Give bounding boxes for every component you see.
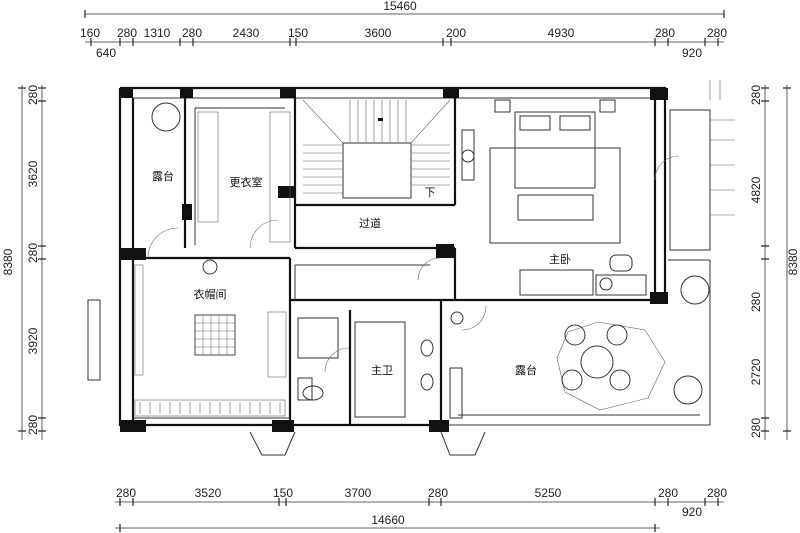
label-cloakroom: 衣帽间 — [194, 287, 227, 301]
left-dim-280c: 280 — [26, 415, 40, 435]
cloakroom-island — [194, 314, 236, 356]
top-dim-200: 200 — [446, 26, 466, 40]
label-stair-down: 下 — [425, 186, 436, 199]
right-dim-280a: 280 — [749, 85, 763, 105]
master-bed — [461, 99, 647, 296]
door-swings — [147, 155, 680, 373]
right-dim-280b: 280 — [749, 292, 763, 312]
top-dim-280d: 280 — [707, 26, 727, 40]
top-dim-1310: 1310 — [144, 26, 171, 40]
bottom-dim-280d: 280 — [707, 486, 727, 500]
left-dim-280a: 280 — [26, 85, 40, 105]
left-dimensions: 8380 280 3620 280 3920 280 — [1, 85, 46, 440]
bottom-dim-280c: 280 — [658, 486, 678, 500]
bottom-dim-280b: 280 — [428, 486, 448, 500]
top-dim-4930: 4930 — [548, 26, 575, 40]
bottom-dim-3700: 3700 — [345, 486, 372, 500]
right-dim-2720: 2720 — [749, 358, 763, 385]
top-dim-3600: 3600 — [365, 26, 392, 40]
bottom-dimensions: 280 3520 150 3700 280 5250 280 280 920 1… — [115, 486, 727, 532]
right-total-dimension: 8380 — [786, 248, 800, 275]
right-dimensions: 8380 280 4820 280 2720 280 — [749, 85, 800, 440]
left-dim-3620: 3620 — [26, 160, 40, 187]
left-dim-3920: 3920 — [26, 327, 40, 354]
label-master-bath: 主卫 — [371, 364, 393, 377]
label-balcony-upper: 露台 — [152, 169, 174, 183]
bottom-dim-280a: 280 — [116, 486, 136, 500]
top-total-dimension: 15460 — [383, 0, 417, 13]
label-dressing-room: 更衣室 — [230, 175, 263, 189]
top-dim-280a: 280 — [117, 26, 137, 40]
label-corridor: 过道 — [359, 216, 381, 230]
top-dim-640: 640 — [96, 46, 116, 60]
top-dim-280c: 280 — [655, 26, 675, 40]
staircase — [302, 99, 451, 199]
structural-columns — [120, 88, 668, 432]
right-dim-280c: 280 — [749, 418, 763, 438]
top-dim-150: 150 — [288, 26, 308, 40]
walls — [118, 86, 711, 427]
left-total-dimension: 8380 — [1, 248, 15, 275]
top-dim-2430: 2430 — [233, 26, 260, 40]
bottom-dim-5250: 5250 — [535, 486, 562, 500]
label-master-bedroom: 主卧 — [549, 253, 571, 266]
top-dimensions: 15460 160 640 280 1310 280 2430 150 3600… — [80, 0, 727, 60]
left-dim-280b: 280 — [26, 243, 40, 263]
wardrobe-hatching — [134, 111, 291, 417]
bottom-dim-3520: 3520 — [195, 486, 222, 500]
bathroom-fixtures — [297, 311, 464, 419]
bottom-total-dimension: 14660 — [371, 513, 405, 527]
right-dim-4820: 4820 — [749, 176, 763, 203]
room-labels: 露台 更衣室 过道 下 主卧 衣帽间 主卫 露台 — [152, 169, 571, 377]
label-balcony-lower: 露台 — [515, 363, 537, 377]
bottom-dim-150: 150 — [273, 486, 293, 500]
top-dim-920: 920 — [682, 46, 702, 60]
top-dim-280b: 280 — [182, 26, 202, 40]
top-dim-160: 160 — [80, 26, 100, 40]
balcony-furniture — [151, 102, 710, 411]
exterior-features — [87, 80, 735, 456]
bottom-right-extra-dimension: 920 — [682, 505, 702, 519]
